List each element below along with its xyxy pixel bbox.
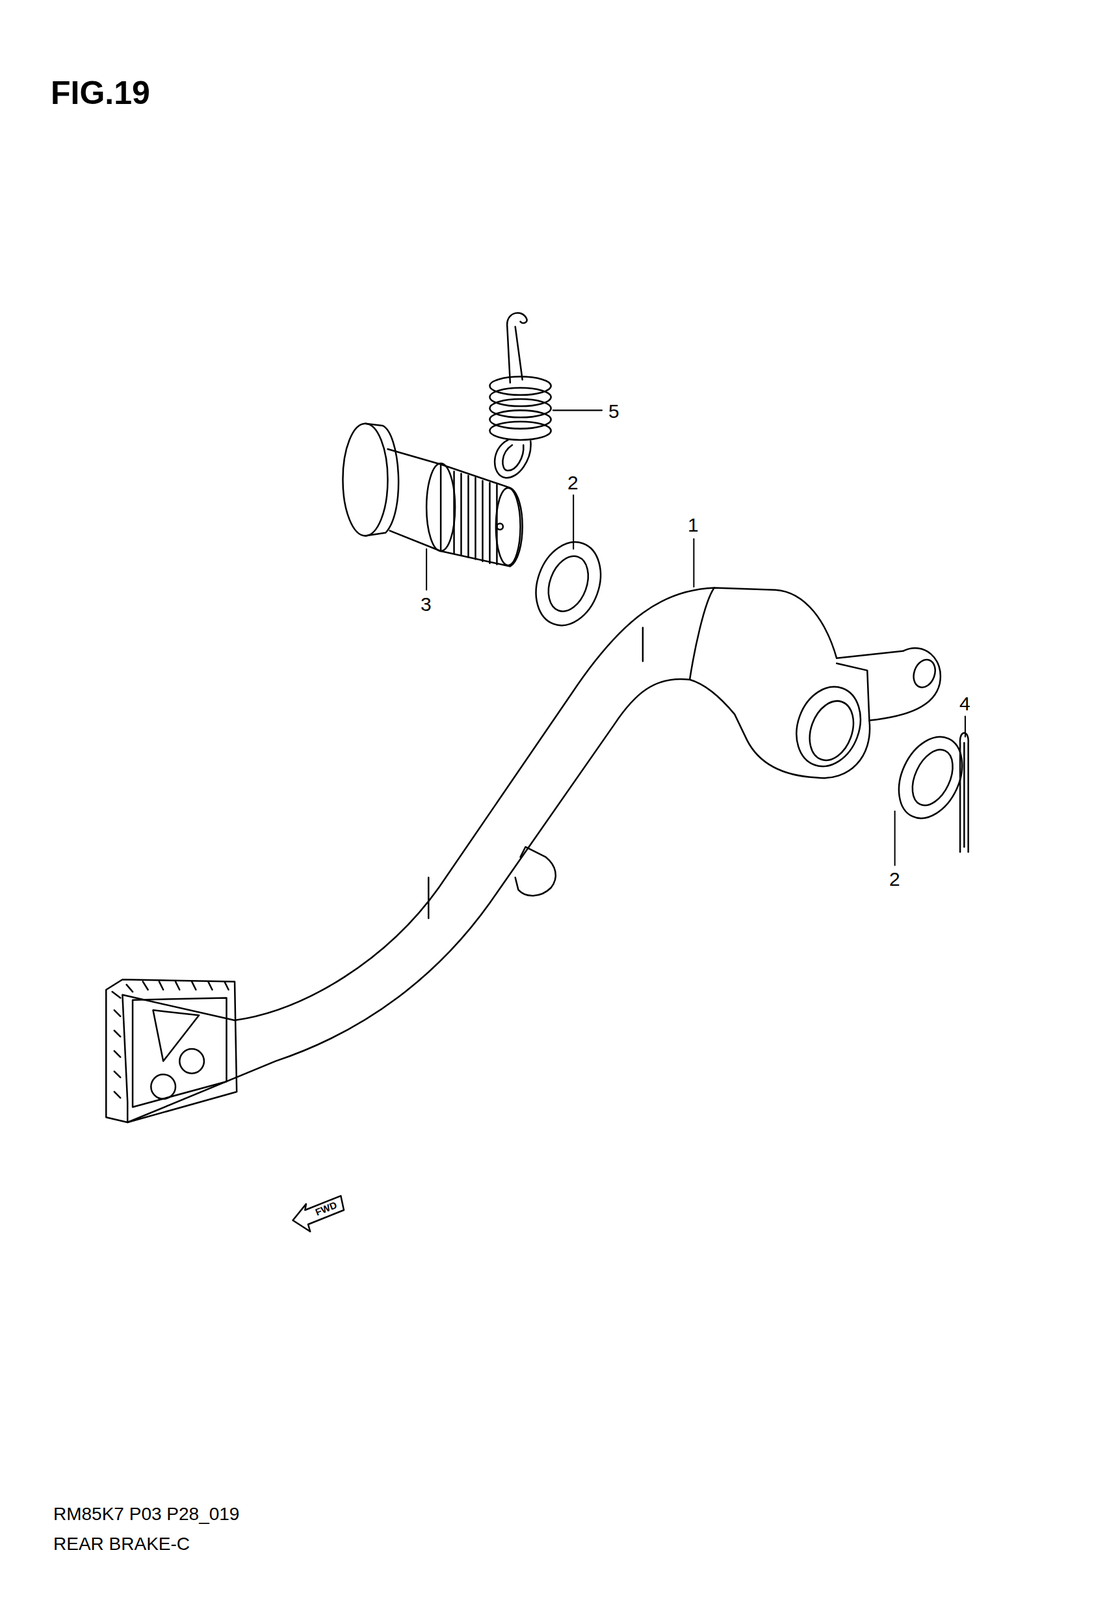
- washer-illustration: [525, 533, 613, 635]
- callout-number: 2: [567, 473, 579, 493]
- forward-arrow: [293, 1196, 344, 1232]
- washer-illustration: [886, 726, 975, 829]
- drawing-code: RM85K7 P03 P28_019: [53, 1505, 240, 1524]
- leader-line: [426, 410, 966, 866]
- brake-lever-illustration: [105, 587, 941, 1123]
- callout-number: 3: [420, 594, 432, 615]
- section-name: REAR BRAKE-C: [53, 1535, 190, 1554]
- callout-number: 5: [608, 401, 620, 422]
- spring-illustration: [489, 312, 551, 478]
- figure-title: FIG.19: [50, 76, 151, 110]
- callout-number: 4: [959, 694, 971, 714]
- callout-number: 1: [687, 515, 699, 535]
- callout-number: 2: [889, 869, 901, 890]
- pivot-bolt-illustration: [342, 423, 522, 567]
- cotter-pin-illustration: [960, 733, 969, 853]
